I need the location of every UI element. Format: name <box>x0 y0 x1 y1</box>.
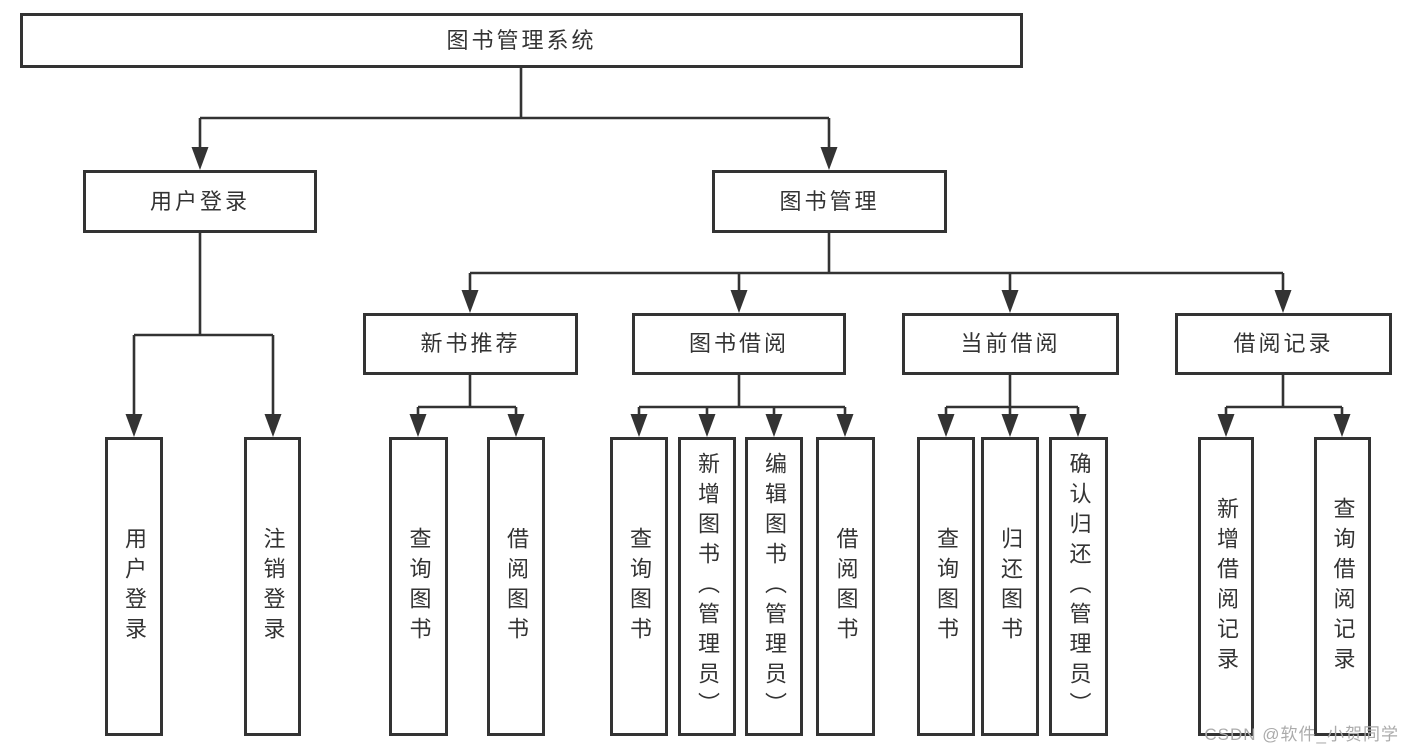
connector-user-login-group <box>125 233 282 437</box>
arrowhead <box>1333 414 1351 437</box>
leaf-query-books: 查询图书 <box>389 437 448 736</box>
connector-book-borrowing-group <box>630 375 854 437</box>
node-new-book-recommendation: 新书推荐 <box>363 313 578 375</box>
node-current-borrowing: 当前借阅 <box>902 313 1119 375</box>
node-book-management: 图书管理 <box>712 170 947 233</box>
connector-root-to-level2 <box>191 68 838 170</box>
arrowhead <box>937 414 955 437</box>
leaf-query-borrow-record: 查询借阅记录 <box>1314 437 1371 736</box>
arrowhead <box>125 414 143 437</box>
arrowhead <box>820 147 838 170</box>
arrowhead <box>409 414 427 437</box>
leaf-confirm-return-admin: 确认归还（管理员） <box>1049 437 1108 736</box>
arrowhead <box>630 414 648 437</box>
leaf-add-borrow-record: 新增借阅记录 <box>1198 437 1254 736</box>
leaf-user-login: 用户登录 <box>105 437 163 736</box>
leaf-query-books: 查询图书 <box>610 437 668 736</box>
arrowhead <box>765 414 783 437</box>
arrowhead <box>836 414 854 437</box>
watermark-text: CSDN @软件_小贺同学 <box>1204 725 1399 744</box>
node-user-login: 用户登录 <box>83 170 317 233</box>
arrowhead <box>730 290 748 313</box>
node-system-root: 图书管理系统 <box>20 13 1023 68</box>
leaf-return-books: 归还图书 <box>981 437 1039 736</box>
arrowhead <box>1001 290 1019 313</box>
connector-book-management-to-level3 <box>461 233 1292 313</box>
arrowhead <box>1274 290 1292 313</box>
connector-current-borrowing-group <box>937 375 1087 437</box>
leaf-add-book-admin: 新增图书（管理员） <box>678 437 736 736</box>
leaf-borrow-books: 借阅图书 <box>487 437 545 736</box>
arrowhead <box>1069 414 1087 437</box>
leaf-query-books: 查询图书 <box>917 437 975 736</box>
connector-new-book-group <box>409 375 525 437</box>
arrowhead <box>191 147 209 170</box>
arrowhead <box>461 290 479 313</box>
leaf-borrow-books: 借阅图书 <box>816 437 875 736</box>
node-borrowing-records: 借阅记录 <box>1175 313 1392 375</box>
arrowhead <box>698 414 716 437</box>
connector-borrowing-records-group <box>1217 375 1351 437</box>
arrowhead <box>1001 414 1019 437</box>
arrowhead <box>1217 414 1235 437</box>
arrowhead <box>264 414 282 437</box>
leaf-edit-book-admin: 编辑图书（管理员） <box>745 437 803 736</box>
node-book-borrowing: 图书借阅 <box>632 313 846 375</box>
leaf-logout: 注销登录 <box>244 437 301 736</box>
arrowhead <box>507 414 525 437</box>
